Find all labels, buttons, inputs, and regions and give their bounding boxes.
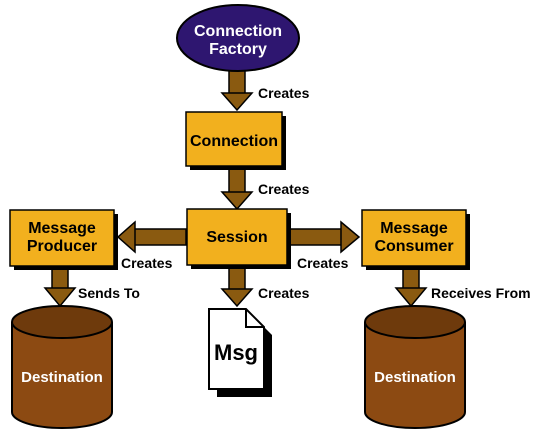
- message-consumer-line2: Consumer: [374, 238, 453, 255]
- message-producer-line1: Message: [28, 220, 96, 237]
- message-producer-node: Message Producer: [9, 209, 118, 270]
- label-factory-to-connection: Creates: [258, 85, 310, 101]
- label-consumer-to-destination: Receives From: [431, 285, 531, 301]
- arrow-connection-to-session: [220, 168, 254, 211]
- connection-node: Connection: [185, 111, 286, 170]
- message-producer-line2: Producer: [27, 238, 97, 255]
- connection-factory-node: Connection Factory: [176, 4, 300, 72]
- arrow-session-to-consumer: [289, 220, 361, 254]
- label-producer-to-destination: Sends To: [78, 285, 140, 301]
- message-consumer-node: Message Consumer: [361, 209, 470, 270]
- arrow-consumer-to-destination: [394, 268, 428, 308]
- label-session-to-consumer: Creates: [297, 255, 349, 271]
- session-label: Session: [206, 229, 267, 246]
- connection-label: Connection: [190, 133, 278, 150]
- msg-document-node: Msg: [208, 308, 272, 397]
- label-connection-to-session: Creates: [258, 181, 310, 197]
- message-consumer-line1: Message: [380, 220, 448, 237]
- connection-factory-line2: Factory: [209, 41, 267, 58]
- destination-left-label: Destination: [21, 369, 103, 386]
- destination-left-node: Destination: [11, 305, 113, 429]
- label-session-to-producer: Creates: [121, 255, 173, 271]
- msg-label: Msg: [214, 340, 258, 365]
- arrow-session-to-producer: [116, 220, 187, 254]
- arrow-factory-to-connection: [220, 69, 254, 112]
- arrow-producer-to-destination: [43, 268, 77, 308]
- session-node: Session: [186, 208, 291, 269]
- connection-factory-line1: Connection: [194, 23, 282, 40]
- label-session-to-msg: Creates: [258, 285, 310, 301]
- destination-right-node: Destination: [364, 305, 466, 429]
- arrow-session-to-msg: [220, 265, 254, 308]
- destination-right-label: Destination: [374, 369, 456, 386]
